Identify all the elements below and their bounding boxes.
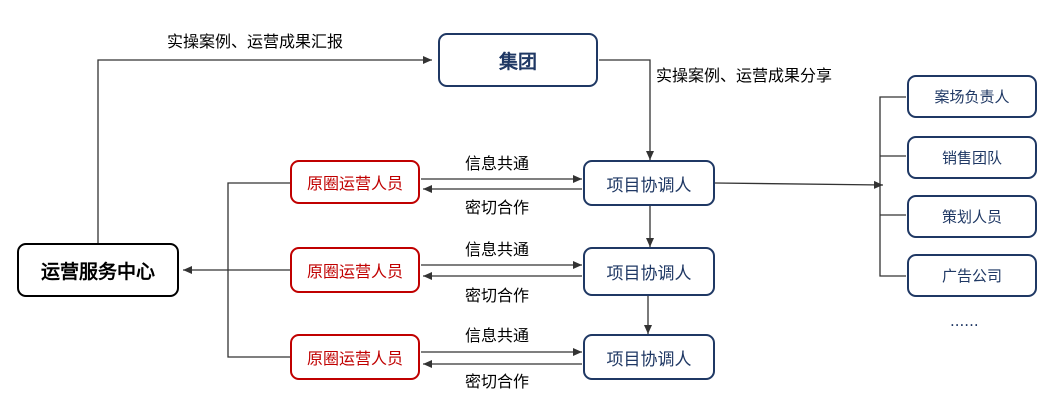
row3-forward-label: 信息共通: [465, 326, 530, 345]
parties-ellipsis: ......: [950, 312, 979, 330]
row2-forward-label: 信息共通: [465, 240, 530, 259]
staff-label-3: 原圈运营人员: [306, 349, 403, 368]
staff-node-2: 原圈运营人员: [290, 247, 420, 293]
staff-node-3: 原圈运营人员: [290, 334, 420, 380]
center-label: 运营服务中心: [40, 260, 155, 283]
share-arrow: [599, 59, 654, 160]
group-label: 集团: [498, 50, 537, 73]
share-label: 实操案例、运营成果分享: [656, 66, 833, 85]
row3-back-label: 密切合作: [465, 372, 530, 391]
party-node-2: 销售团队: [907, 136, 1037, 179]
coordinator-label-3: 项目协调人: [606, 349, 692, 370]
report-label: 实操案例、运营成果汇报: [167, 32, 344, 51]
staff-label-1: 原圈运营人员: [306, 174, 403, 193]
coordinator-node-2: 项目协调人: [583, 247, 715, 296]
party-label-1: 案场负责人: [934, 88, 1010, 106]
party-node-4: 广告公司: [907, 254, 1037, 297]
center-node: 运营服务中心: [17, 243, 179, 297]
parties-bracket: [879, 96, 906, 277]
group-node: 集团: [438, 33, 598, 87]
row1-back-label: 密切合作: [465, 198, 530, 217]
party-node-1: 案场负责人: [907, 75, 1037, 118]
coordinator-label-2: 项目协调人: [606, 264, 692, 284]
staff-label-2: 原圈运营人员: [306, 262, 403, 281]
party-label-3: 策划人员: [941, 208, 1002, 226]
party-node-3: 策划人员: [907, 195, 1037, 238]
coordinator-label-1: 项目协调人: [606, 175, 692, 196]
parties-arrow: [714, 180, 884, 189]
coordinator-node-3: 项目协调人: [583, 334, 715, 380]
row1-forward-label: 信息共通: [465, 154, 530, 173]
coordinator-node-1: 项目协调人: [583, 160, 715, 206]
party-label-4: 广告公司: [941, 267, 1002, 285]
report-arrow: [97, 56, 432, 243]
row2-back-label: 密切合作: [465, 286, 530, 305]
party-label-2: 销售团队: [941, 149, 1002, 167]
staff-node-1: 原圈运营人员: [290, 160, 420, 204]
